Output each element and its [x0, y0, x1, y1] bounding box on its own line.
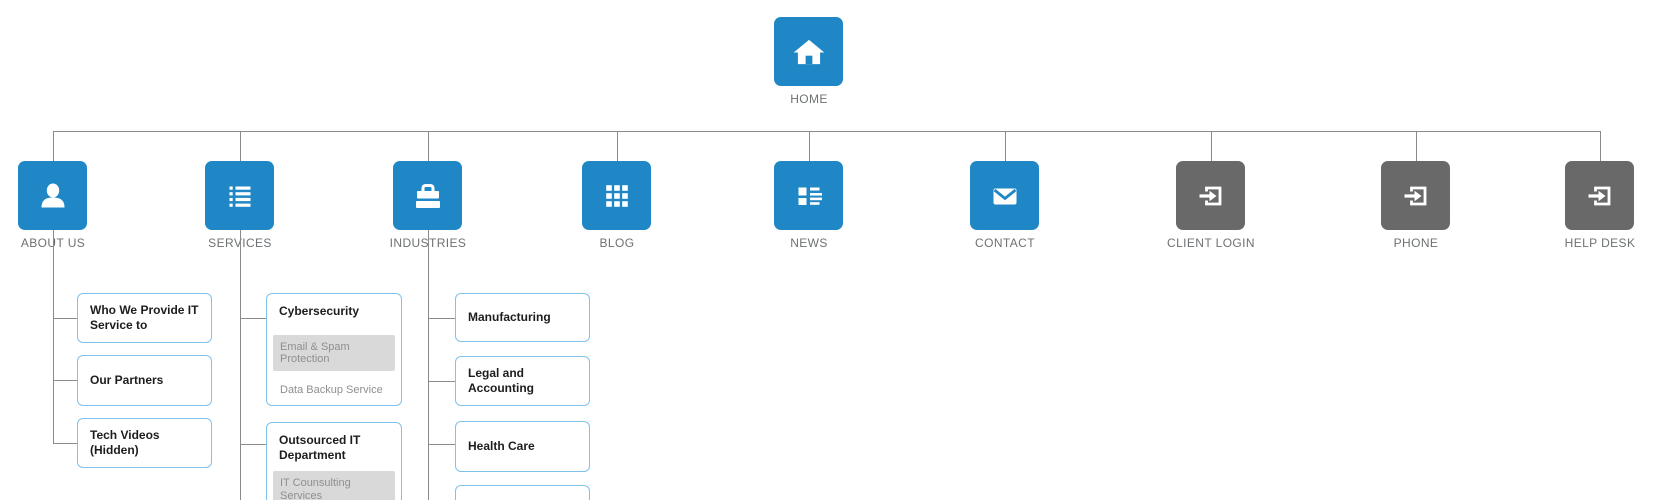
page-box-title: Outsourced IT Department	[279, 433, 361, 463]
home-icon	[790, 33, 828, 71]
node-services-label: SERVICES	[208, 236, 272, 250]
connector-about-stub-3	[53, 443, 77, 444]
connector-about-rail	[53, 230, 54, 444]
page-box-industries-4[interactable]	[455, 485, 590, 500]
node-news[interactable]	[774, 161, 843, 230]
connector-industries-stub-3	[428, 444, 455, 445]
connector-about-stub-2	[53, 380, 77, 381]
page-box-title: Cybersecurity	[279, 304, 360, 318]
connector-services-stub-1	[240, 318, 266, 319]
connector-stub-help-desk	[1600, 131, 1601, 161]
page-box-our-partners[interactable]: Our Partners	[77, 355, 212, 406]
node-blog[interactable]	[582, 161, 651, 230]
node-industries-label: INDUSTRIES	[390, 236, 467, 250]
connector-industries-stub-2	[428, 381, 455, 382]
page-box-title: Tech Videos (Hidden)	[90, 427, 160, 457]
connector-stub-phone	[1416, 131, 1417, 161]
connector-stub-industries	[428, 131, 429, 161]
node-phone-label: PHONE	[1393, 236, 1439, 250]
connector-stub-about	[53, 131, 54, 161]
list-icon	[222, 178, 258, 214]
node-contact[interactable]	[970, 161, 1039, 230]
connector-stub-blog	[617, 131, 618, 161]
grid-icon	[599, 178, 635, 214]
node-home[interactable]	[774, 17, 843, 86]
page-box-title: Legal and Accounting	[468, 365, 534, 395]
page-box-title: Health Care	[468, 438, 535, 453]
page-box-items: IT Counsulting Services	[273, 471, 395, 500]
node-help-desk[interactable]	[1565, 161, 1634, 230]
node-home-label: HOME	[790, 92, 828, 106]
node-industries[interactable]	[393, 161, 462, 230]
page-box-title: Our Partners	[90, 372, 164, 387]
node-news-label: NEWS	[790, 236, 828, 250]
connector-stub-contact	[1005, 131, 1006, 161]
connector-services-rail	[240, 230, 241, 500]
sub-page-item[interactable]: Data Backup Service	[280, 384, 383, 397]
node-about-us-label: ABOUT US	[20, 236, 86, 250]
node-services[interactable]	[205, 161, 274, 230]
page-box-tech-videos[interactable]: Tech Videos (Hidden)	[77, 418, 212, 468]
node-client-login[interactable]	[1176, 161, 1245, 230]
connector-services-stub-2	[240, 444, 266, 445]
connector-stub-news	[809, 131, 810, 161]
sub-page-item[interactable]: IT Counsulting Services	[273, 471, 395, 500]
page-box-title: Who We Provide IT Service to	[90, 302, 199, 332]
connector-stub-services	[240, 131, 241, 161]
page-box-outsourced-it[interactable]: Outsourced IT Department IT Counsulting …	[266, 422, 402, 500]
connector-main-rail	[53, 131, 1600, 132]
page-box-title: Manufacturing	[468, 309, 551, 324]
connector-industries-stub-1	[428, 318, 455, 319]
user-icon	[35, 178, 71, 214]
connector-about-stub-1	[53, 318, 77, 319]
node-contact-label: CONTACT	[975, 236, 1035, 250]
connector-stub-client-login	[1211, 131, 1212, 161]
page-box-who-we-provide[interactable]: Who We Provide IT Service to	[77, 293, 212, 343]
node-client-login-label: CLIENT LOGIN	[1167, 236, 1255, 250]
login-icon	[1582, 178, 1618, 214]
node-about-us[interactable]	[18, 161, 87, 230]
envelope-icon	[987, 178, 1023, 214]
node-help-desk-label: HELP DESK	[1564, 236, 1636, 250]
page-box-items: Email & Spam Protection Data Backup Serv…	[273, 335, 395, 402]
connector-industries-rail	[428, 230, 429, 500]
login-icon	[1398, 178, 1434, 214]
sub-page-item[interactable]: Email & Spam Protection	[273, 335, 395, 372]
page-box-legal-accounting[interactable]: Legal and Accounting	[455, 356, 590, 406]
login-icon	[1193, 178, 1229, 214]
node-blog-label: BLOG	[599, 236, 635, 250]
briefcase-icon	[410, 178, 446, 214]
page-box-health-care[interactable]: Health Care	[455, 421, 590, 472]
news-icon	[791, 178, 827, 214]
node-phone[interactable]	[1381, 161, 1450, 230]
page-box-cybersecurity[interactable]: Cybersecurity Email & Spam Protection Da…	[266, 293, 402, 406]
page-box-manufacturing[interactable]: Manufacturing	[455, 293, 590, 342]
